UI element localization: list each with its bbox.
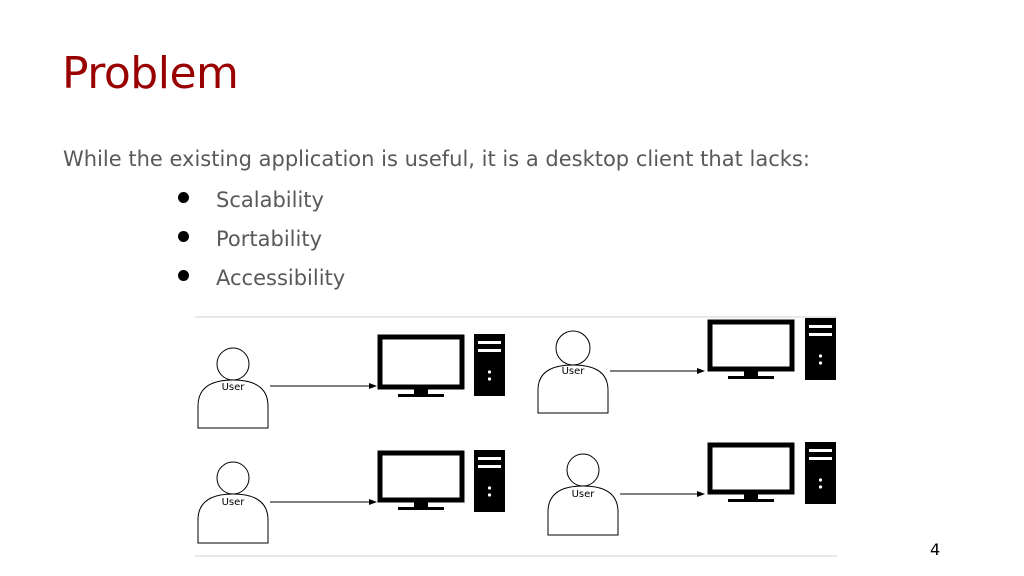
user-icon xyxy=(547,453,619,536)
station-top-left: User xyxy=(197,334,505,429)
station-top-right: User xyxy=(537,318,836,414)
bullet-accessibility: Accessibility xyxy=(176,262,345,301)
bullet-portability: Portability xyxy=(176,223,345,262)
bullet-label: Portability xyxy=(216,227,322,251)
computer-tower-icon xyxy=(805,318,836,380)
intro-text: While the existing application is useful… xyxy=(63,147,810,171)
user-label: User xyxy=(222,497,246,508)
user-label: User xyxy=(562,366,586,377)
slide-title: Problem xyxy=(62,48,239,99)
bullet-label: Scalability xyxy=(216,188,324,212)
bullet-list: Scalability Portability Accessibility xyxy=(176,184,345,301)
bullet-dot-icon xyxy=(178,192,189,203)
user-icon xyxy=(537,330,609,414)
user-icon xyxy=(197,347,269,429)
monitor-icon xyxy=(707,319,795,379)
bullet-scalability: Scalability xyxy=(176,184,345,223)
user-label: User xyxy=(572,489,596,500)
monitor-icon xyxy=(707,442,795,502)
bullet-dot-icon xyxy=(178,231,189,242)
page-number: 4 xyxy=(930,540,941,559)
monitor-icon xyxy=(377,450,465,510)
user-icon xyxy=(197,461,269,544)
computer-tower-icon xyxy=(805,442,836,504)
station-bottom-right: User xyxy=(547,442,836,536)
station-bottom-left: User xyxy=(197,450,505,544)
computer-tower-icon xyxy=(474,334,505,396)
bullet-label: Accessibility xyxy=(216,266,346,290)
monitor-icon xyxy=(377,334,465,397)
bullet-dot-icon xyxy=(178,270,189,281)
user-label: User xyxy=(222,382,246,393)
computer-tower-icon xyxy=(474,450,505,512)
